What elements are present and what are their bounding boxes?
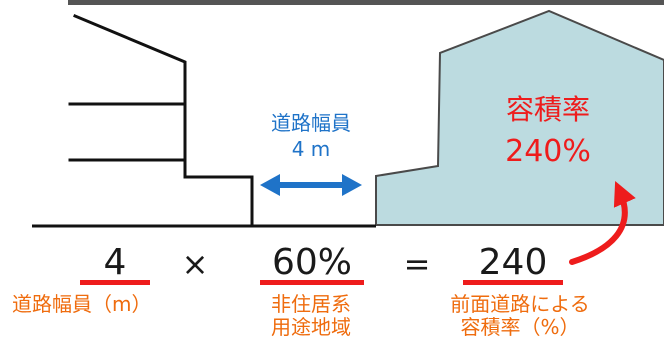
far-title: 容積率 [505, 93, 590, 126]
formula-operand2: 60% [271, 242, 352, 283]
caption-operand2-line1: 非住居系 [271, 292, 351, 316]
road-width-arrow [260, 174, 362, 196]
caption-result-line1: 前面道路による [450, 292, 590, 316]
formula-result: 240 [478, 242, 548, 283]
right-building [375, 9, 664, 226]
caption-result-line2: 容積率（%） [460, 315, 580, 339]
curved-arrow [569, 181, 636, 265]
caption-operand2-line2: 用途地域 [271, 315, 351, 339]
road-width-title: 道路幅員 [271, 111, 351, 135]
formula-equals: = [403, 245, 431, 283]
far-value: 240% [505, 134, 591, 169]
top-border [68, 0, 664, 5]
underline-operand1 [80, 280, 150, 285]
road-width-value: 4 m [291, 137, 331, 161]
formula-times: × [181, 245, 209, 283]
underline-result [463, 280, 563, 285]
left-building [68, 14, 254, 227]
formula-operand1: 4 [103, 242, 127, 283]
underline-operand2 [260, 280, 364, 285]
caption-operand1: 道路幅員（m） [12, 292, 152, 316]
